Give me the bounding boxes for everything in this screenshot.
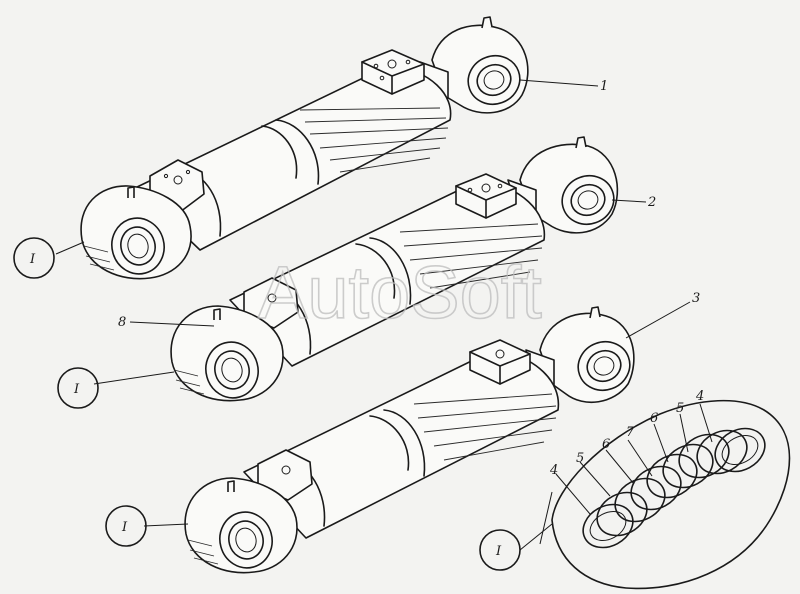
callout-3: 3 — [692, 291, 700, 306]
callout-6-right: 6 — [650, 411, 658, 426]
hydraulic-cylinder-2 — [170, 136, 619, 402]
callout-5-left: 5 — [576, 451, 584, 466]
callout-4-left: 4 — [549, 463, 558, 478]
callout-4-right: 4 — [695, 389, 704, 404]
callout-7: 7 — [626, 425, 635, 440]
leader-lines — [55, 79, 713, 551]
detail-mark-2: I — [73, 382, 80, 397]
detail-mark-3: I — [121, 520, 128, 535]
detail-mark-4: I — [495, 544, 502, 559]
callout-1: 1 — [600, 79, 608, 94]
hydraulic-cylinder-3 — [184, 306, 635, 574]
seal-ring-set — [551, 399, 791, 590]
callout-2: 2 — [647, 195, 656, 210]
detail-mark-1: I — [29, 252, 36, 267]
watermark: AutoSoft — [258, 251, 542, 334]
detail-mark-circles — [13, 237, 521, 571]
callout-8: 8 — [118, 315, 126, 330]
hydraulic-cylinder-1 — [80, 16, 529, 280]
callout-5-right: 5 — [676, 401, 684, 416]
callout-6-left: 6 — [602, 437, 610, 452]
